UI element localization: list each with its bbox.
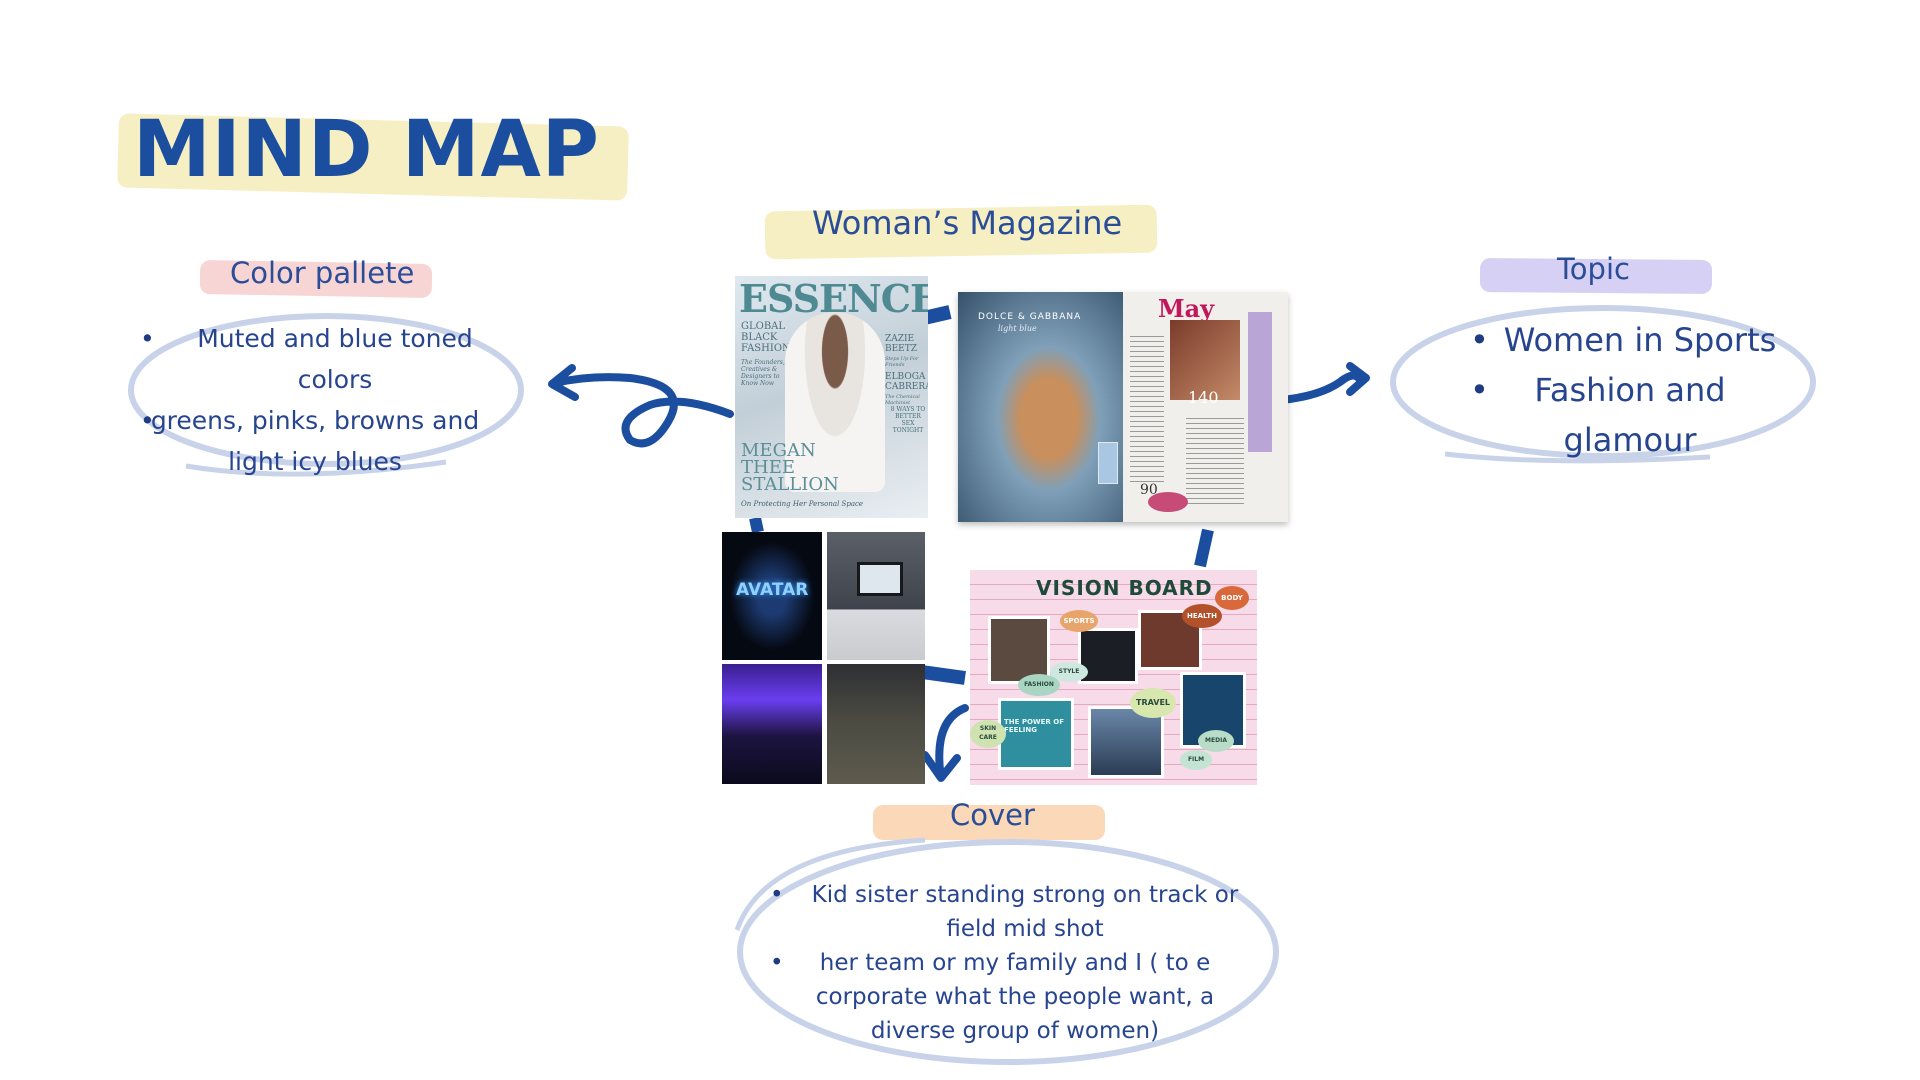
- palette-item: Muted and blue toned colors: [140, 318, 480, 400]
- vision-tag-media: MEDIA: [1198, 730, 1234, 752]
- palette-list: Muted and blue toned colors greens, pink…: [140, 318, 480, 482]
- essence-right-3: 8 WAYS TO BETTER SEX TONIGHT: [890, 406, 926, 434]
- vision-board-image: VISION BOARD THE POWER OF FEELING SPORTS…: [970, 570, 1257, 785]
- vision-tag-skincare: SKIN CARE: [970, 720, 1006, 748]
- spread-number: 140: [1188, 388, 1219, 407]
- bedroom-tv-screen: [857, 562, 903, 596]
- essence-right-1-sub: Steps Up For Friends: [885, 356, 919, 368]
- essence-right-2: ELBOGA CABRERA: [885, 372, 928, 392]
- cover-item: Kid sister standing strong on track or f…: [770, 878, 1240, 946]
- spread-gift-box: [1148, 492, 1188, 512]
- topic-item: Fashion and glamour: [1470, 365, 1780, 465]
- essence-model: [785, 312, 885, 492]
- essence-right-1: ZAZIE BEETZ: [885, 334, 918, 354]
- vision-tag-style: STYLE: [1050, 662, 1088, 682]
- vision-book-title: THE POWER OF FEELING: [1004, 718, 1064, 734]
- cover-list: Kid sister standing strong on track or f…: [770, 878, 1240, 1048]
- spread-brand: DOLCE & GABBANA: [978, 312, 1082, 322]
- vision-tag-sports: SPORTS: [1060, 610, 1098, 632]
- topic-label: Topic: [1557, 252, 1630, 286]
- essence-left-sub: The Founders, Creatives & Designers to K…: [741, 359, 785, 387]
- vision-tag-body: BODY: [1215, 586, 1249, 610]
- spread-brand-sub: light blue: [998, 324, 1037, 333]
- vision-photo-5: [1088, 706, 1164, 778]
- vision-photo-4: [998, 698, 1074, 770]
- spread-photo: [1170, 320, 1240, 400]
- vision-tag-travel: TRAVEL: [1130, 688, 1176, 718]
- vision-tag-fashion: FASHION: [1018, 674, 1060, 696]
- vision-tag-health: HEALTH: [1182, 604, 1222, 628]
- cover-label-highlight: [873, 805, 1105, 840]
- photo-avatar-sign: AVATAR: [722, 532, 822, 660]
- topic-list: Women in Sports Fashion and glamour: [1470, 315, 1780, 465]
- magazine-spread-image: DOLCE & GABBANA light blue May 140 90: [958, 292, 1288, 522]
- palette-item: greens, pinks, browns and light icy blue…: [140, 400, 480, 482]
- palette-label: Color pallete: [230, 256, 415, 290]
- cover-ellipse: [734, 837, 1279, 1065]
- spread-month: May: [1158, 294, 1215, 323]
- spread-left-page: [958, 292, 1123, 522]
- essence-cover-name: MEGAN THEE STALLION: [741, 440, 839, 495]
- essence-cover-sub: On Protecting Her Personal Space: [741, 500, 864, 508]
- cover-label: Cover: [950, 798, 1035, 832]
- vision-photo-1: [988, 616, 1050, 684]
- page-title: MIND MAP: [133, 105, 600, 195]
- photo-purple-hall: [722, 664, 822, 784]
- cover-item: her team or my family and I ( to e corpo…: [770, 946, 1240, 1048]
- photo-night-track: [827, 664, 925, 784]
- avatar-text: AVATAR: [736, 580, 809, 600]
- spread-side-bar: [1248, 312, 1272, 452]
- vision-photo-2: [1078, 628, 1138, 684]
- vision-tag-film: FILM: [1180, 750, 1212, 770]
- essence-cover-image: ESSENCE GLOBAL BLACK FASHION The Founder…: [735, 276, 928, 518]
- spread-toc-lines-right: [1186, 414, 1244, 504]
- topic-item: Women in Sports: [1470, 315, 1780, 365]
- spread-toc-lines: [1130, 332, 1164, 482]
- spread-perfume-bottle: [1098, 442, 1118, 484]
- center-label: Woman’s Magazine: [812, 204, 1123, 242]
- photo-bedroom-tv: [827, 532, 925, 660]
- essence-left-text: GLOBAL BLACK FASHION: [741, 321, 791, 354]
- essence-right-2-sub: The Chemical Machinist: [885, 394, 920, 406]
- vision-board-title: VISION BOARD: [1036, 576, 1213, 600]
